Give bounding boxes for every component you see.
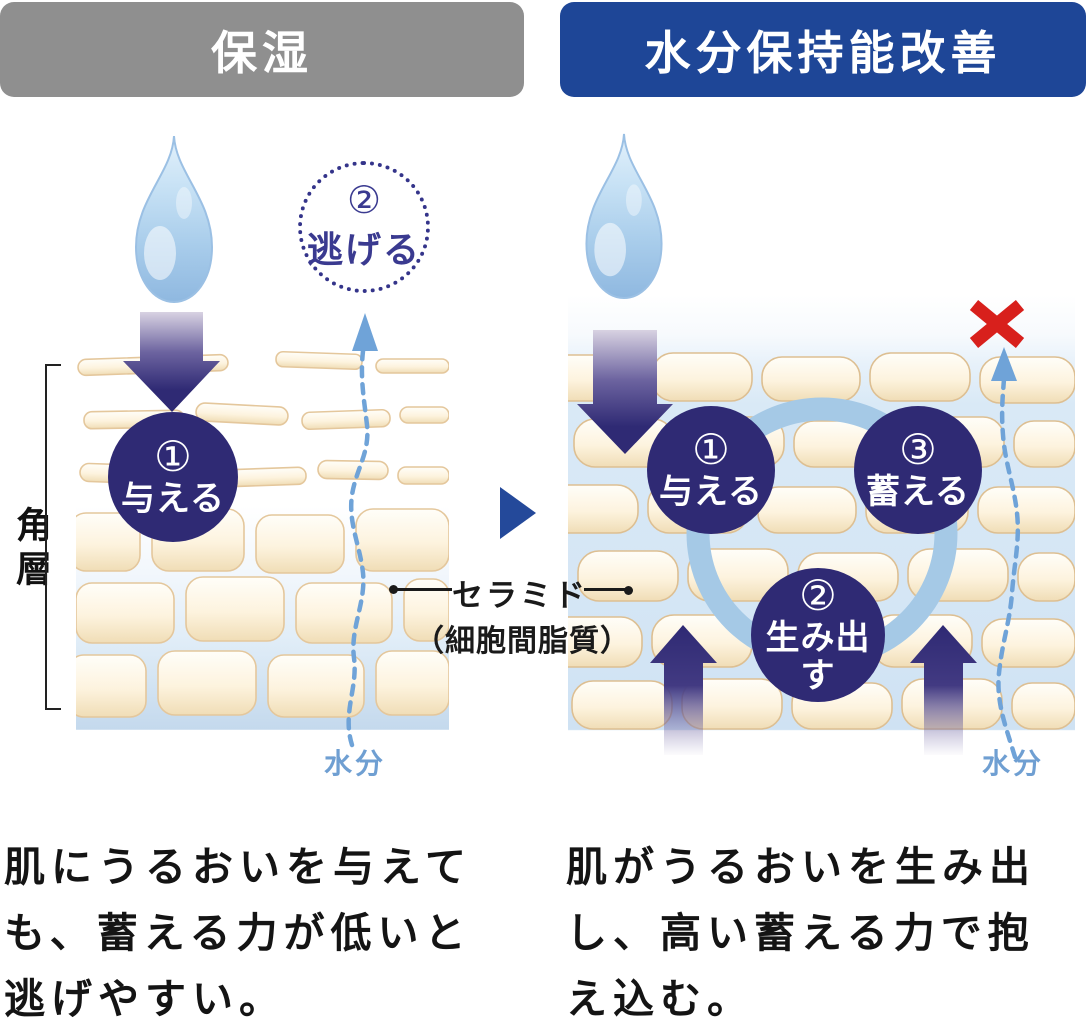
escape-step-number: ② [346, 178, 382, 222]
header-water-retention: 水分保持能改善 [560, 2, 1086, 97]
ceramide-pointer-dot-left [389, 585, 398, 594]
left-moisture-escape-path [346, 313, 378, 748]
give-step-label: 与える [659, 471, 763, 512]
produce-step-number: ② [799, 571, 837, 621]
caption-left-line1: 肌にうるおいを与えて [4, 843, 472, 891]
water-drop-icon [585, 133, 663, 300]
stratum-corneum-label: 角層 [10, 506, 51, 594]
header-water-retention-label: 水分保持能改善 [644, 25, 1002, 80]
caption-right-line2: し、高い蓄える力で抱 [566, 909, 1035, 957]
give-step-number: ① [692, 424, 730, 474]
up-arrowhead-icon [991, 347, 1017, 381]
caption-right-line1: 肌がうるおいを生み出 [566, 843, 1036, 891]
caption-right-line3: え込む。 [566, 975, 754, 1023]
escape-step-label: 逃げる [306, 230, 421, 271]
caption-left-line3: 逃げやすい。 [4, 975, 286, 1023]
moisture-label-right: 水分 [982, 747, 1045, 780]
store-step-label: 蓄える [866, 471, 970, 512]
give-step-label: 与える [121, 478, 225, 519]
ceramide-pointer-line-right [584, 588, 626, 591]
left-down-arrow-icon [123, 312, 220, 412]
stratum-corneum-bracket [45, 364, 47, 710]
caption-left: 肌にうるおいを与えて も、蓄える力が低いと 逃げやすい。 [4, 834, 472, 1024]
water-drop-icon [134, 135, 214, 304]
produce-step-label: 生み出す [765, 618, 871, 696]
ceramide-pointer-dot-right [624, 586, 633, 595]
header-moisturizing: 保湿 [0, 2, 524, 97]
red-x-icon [969, 299, 1025, 349]
give-step-badge-left: ① 与える [108, 412, 238, 542]
up-arrow-right-icon [910, 625, 977, 755]
give-step-number: ① [154, 431, 192, 481]
left-skin-panel [76, 273, 449, 790]
store-step-badge: ③ 蓄える [854, 406, 982, 534]
right-skin-illustration [568, 295, 1075, 790]
bracket-top-tick [45, 364, 61, 366]
bracket-bottom-tick [45, 708, 61, 710]
right-skin-panel [568, 295, 1075, 790]
caption-right: 肌がうるおいを生み出 し、高い蓄える力で抱 え込む。 [566, 834, 1036, 1024]
header-moisturizing-label: 保湿 [211, 25, 313, 80]
caption-left-line2: も、蓄える力が低いと [4, 909, 472, 957]
ceramide-pointer-line-left [395, 588, 452, 591]
moisture-label-left: 水分 [324, 747, 387, 780]
left-skin-illustration [76, 273, 449, 790]
escape-step-badge: ② 逃げる [298, 161, 430, 293]
right-moisture-blocked-path [991, 347, 1021, 760]
store-step-number: ③ [899, 424, 937, 474]
produce-step-badge: ② 生み出す [751, 568, 885, 702]
flow-arrow-icon [500, 487, 536, 539]
intercellular-lipid-label: （細胞間脂質） [414, 624, 631, 659]
right-down-arrow-icon [577, 330, 673, 454]
up-arrow-left-icon [650, 625, 717, 755]
give-step-badge-right: ① 与える [647, 406, 775, 534]
ceramide-label: セラミド [452, 578, 588, 614]
up-arrowhead-icon [352, 313, 378, 351]
